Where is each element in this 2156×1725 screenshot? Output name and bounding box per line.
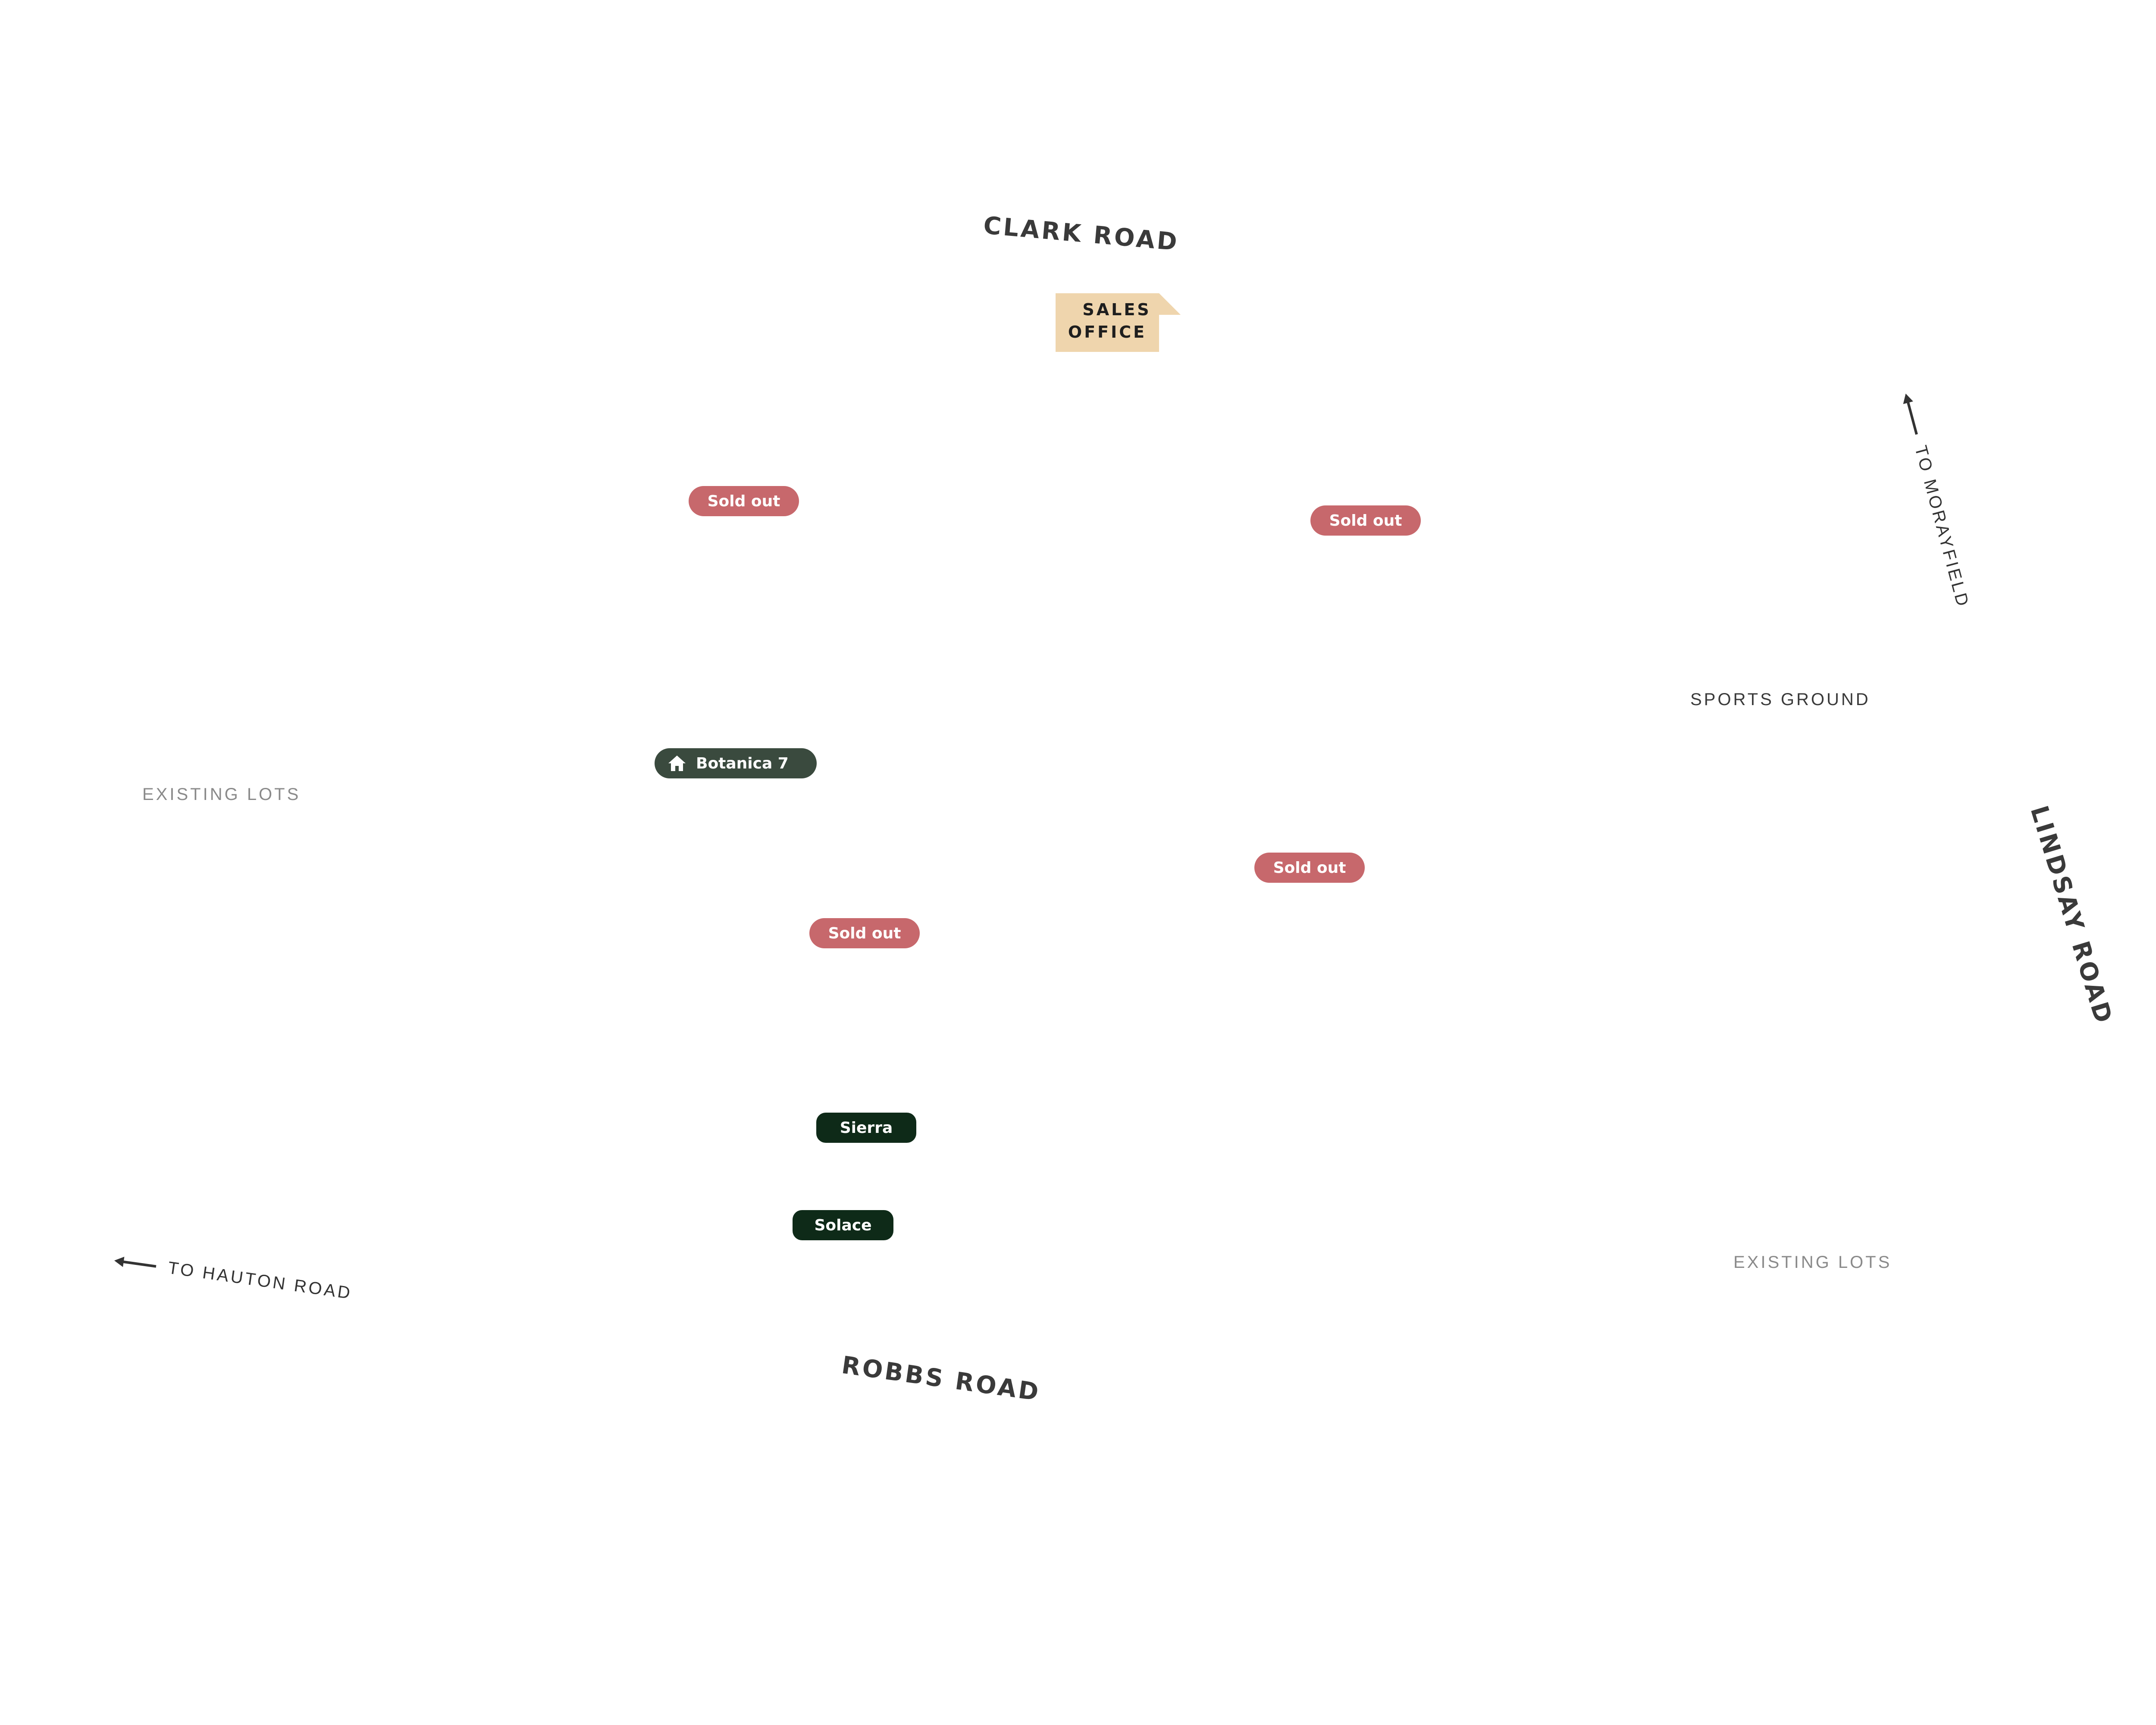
sold-out-marker[interactable]: Sold out <box>689 486 799 516</box>
area-sports-ground: SPORTS GROUND <box>1690 690 1871 709</box>
sales-office-line1: SALES <box>1082 300 1151 319</box>
design-marker-solace[interactable]: Solace <box>793 1210 893 1240</box>
sales-office-label: SALES OFFICE <box>1056 298 1159 343</box>
home-design-label: Botanica 7 <box>696 754 789 772</box>
direction-text: TO MORAYFIELD <box>1911 443 1973 610</box>
sales-office-marker[interactable]: SALES OFFICE <box>1056 293 1181 352</box>
direction-hauton-road: TO HAUTON ROAD <box>113 1251 354 1303</box>
area-existing-lots-west: EXISTING LOTS <box>142 785 301 804</box>
sold-out-marker[interactable]: Sold out <box>809 918 920 948</box>
sold-out-marker[interactable]: Sold out <box>1310 505 1421 536</box>
area-existing-lots-east: EXISTING LOTS <box>1733 1253 1892 1272</box>
home-design-marker[interactable]: Botanica 7 <box>655 748 817 778</box>
sold-out-marker[interactable]: Sold out <box>1254 853 1365 883</box>
sales-office-line2: OFFICE <box>1068 323 1147 342</box>
sales-office-shape <box>1056 293 1181 352</box>
road-label-robbs: ROBBS ROAD <box>840 1351 1043 1407</box>
arrow-icon <box>1903 393 1918 435</box>
direction-morayfield: TO MORAYFIELD <box>1896 391 1973 610</box>
arrow-icon <box>114 1256 157 1268</box>
road-label-clark: CLARK ROAD <box>982 211 1181 257</box>
design-marker-sierra[interactable]: Sierra <box>816 1113 916 1143</box>
road-label-lindsay: LINDSAY ROAD <box>2024 802 2118 1029</box>
direction-text: TO HAUTON ROAD <box>166 1258 354 1303</box>
home-icon <box>668 756 686 771</box>
